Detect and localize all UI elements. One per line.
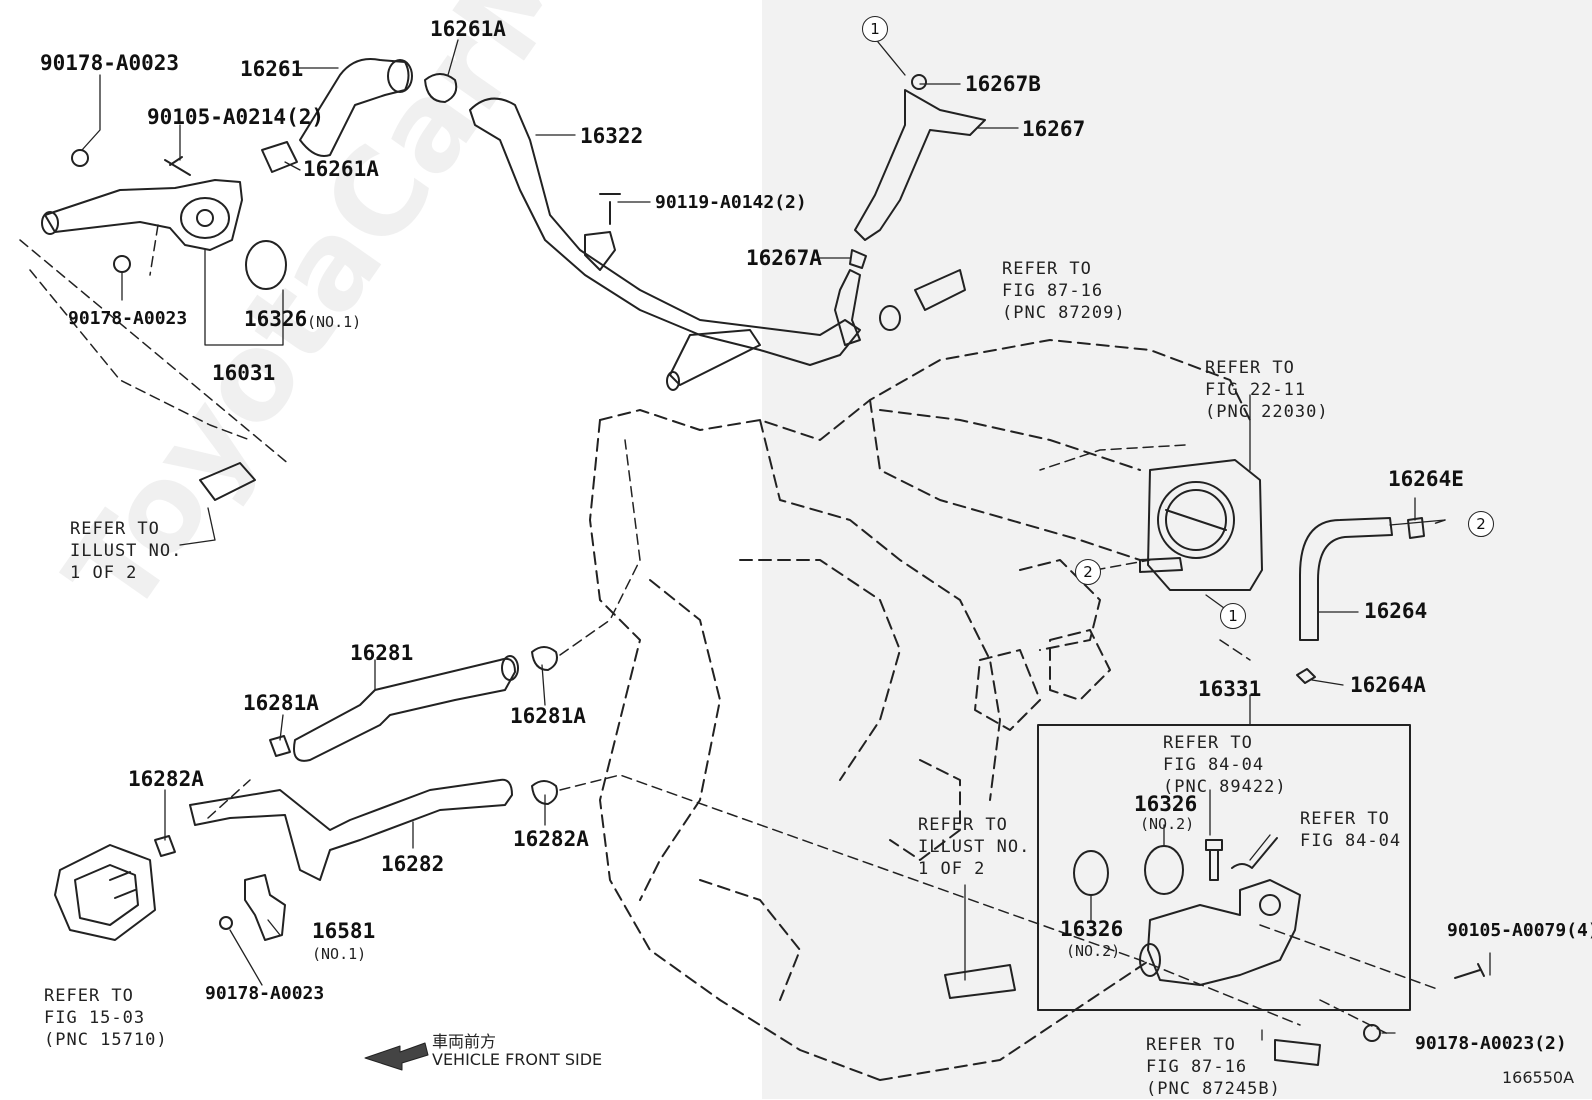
part-label-16581-sub: (NO.1) xyxy=(312,945,367,963)
ref-fig87-16-bot: REFER TO FIG 87-16 (PNC 87245B) xyxy=(1146,1035,1281,1099)
oil-cooler xyxy=(54,844,156,941)
bolt-90105-a0079 xyxy=(1454,963,1485,979)
ref-fig22-11: REFER TO FIG 22-11 (PNC 22030) xyxy=(1205,358,1329,422)
part-label-16282a-left: 16282A xyxy=(128,767,204,791)
part-label-16264e: 16264E xyxy=(1388,467,1464,491)
ref-hose-fig87-16 xyxy=(914,269,966,311)
dashed-connections xyxy=(19,224,1446,1036)
clamp-16261a-mid xyxy=(261,141,298,173)
gasket-ring-no1 xyxy=(245,240,287,290)
part-label-16264: 16264 xyxy=(1364,599,1428,623)
part-label-16326-no1-sub: (NO.1) xyxy=(307,313,362,331)
front-indicator-en: VEHICLE FRONT SIDE xyxy=(432,1050,603,1069)
part-label-16282: 16282 xyxy=(381,852,445,876)
ref-illust-mid: REFER TO ILLUST NO. 1 OF 2 xyxy=(918,815,1031,879)
part-label-16331: 16331 xyxy=(1198,677,1262,701)
pipe-branch xyxy=(669,329,761,386)
part-label-16326-no2-a: 16326 xyxy=(1134,792,1198,816)
ref-illust-left: REFER TO ILLUST NO. 1 OF 2 xyxy=(70,519,183,583)
shaded-panel xyxy=(762,0,1592,1099)
part-label-16261a-top: 16261A xyxy=(430,17,506,41)
part-label-90178-a0023-top: 90178-A0023 xyxy=(40,51,180,75)
part-label-16326-no2-b-sub: (NO.2) xyxy=(1066,942,1121,960)
part-label-16281a-left: 16281A xyxy=(243,691,319,715)
front-arrow xyxy=(364,1042,429,1071)
part-label-16326-no2-b: 16326 xyxy=(1060,917,1124,941)
leader-lines xyxy=(81,39,1491,1041)
part-label-16267b: 16267B xyxy=(965,72,1041,96)
engine-outline xyxy=(589,339,1251,1081)
box-16331 xyxy=(1037,724,1411,1011)
part-label-16326-no2-a-sub: (NO.2) xyxy=(1140,815,1195,833)
front-indicator-jp: 車両前方 xyxy=(432,1032,497,1051)
hose-16282 xyxy=(189,778,513,881)
hose-16267 xyxy=(854,89,986,241)
part-label-90119-a0142: 90119-A0142(2) xyxy=(655,192,807,213)
part-label-90178-a0023-2: 90178-A0023(2) xyxy=(1415,1033,1567,1054)
part-label-16281: 16281 xyxy=(350,641,414,665)
part-label-16326-no1: 16326 xyxy=(244,307,308,331)
diagram-id: 166550A xyxy=(1502,1068,1575,1087)
ref-fig87-16-top: REFER TO FIG 87-16 (PNC 87209) xyxy=(1002,259,1126,323)
part-label-16261: 16261 xyxy=(240,57,304,81)
water-inlet-housing xyxy=(41,149,243,273)
throttle-body xyxy=(1139,459,1263,591)
part-label-16261a-mid: 16261A xyxy=(303,157,379,181)
part-label-16281a-right: 16281A xyxy=(510,704,586,728)
part-label-90105-a0079: 90105-A0079(4) xyxy=(1447,920,1592,941)
part-label-16031: 16031 xyxy=(212,361,276,385)
ref-fig15-03: REFER TO FIG 15-03 (PNC 15710) xyxy=(44,986,168,1050)
part-label-90105-a0214: 90105-A0214(2) xyxy=(147,105,325,129)
part-label-90178-a0023-bot: 90178-A0023 xyxy=(205,983,325,1004)
part-label-16267a: 16267A xyxy=(746,246,822,270)
callout-one-bottom: 1 xyxy=(1220,603,1246,629)
callout-one-top: 1 xyxy=(862,16,888,42)
hose-16261 xyxy=(299,58,410,157)
pipe-16322 xyxy=(469,97,861,366)
nut-90178-a0023 xyxy=(1363,1024,1381,1042)
part-label-16322: 16322 xyxy=(580,124,644,148)
part-label-16282a-right: 16282A xyxy=(513,827,589,851)
callout-two-right: 2 xyxy=(1468,511,1494,537)
part-label-16267: 16267 xyxy=(1022,117,1086,141)
part-label-16264a: 16264A xyxy=(1350,673,1426,697)
part-label-16581: 16581 xyxy=(312,919,376,943)
ref-fig84-04-right: REFER TO FIG 84-04 xyxy=(1300,809,1402,851)
callout-two-left: 2 xyxy=(1075,559,1101,585)
bracket-16581 xyxy=(244,874,286,941)
part-label-90178-a0023-mid: 90178-A0023 xyxy=(68,308,188,329)
water-outlet-housing xyxy=(1147,879,1301,986)
hose-16264 xyxy=(1299,517,1393,641)
ref-fig84-04-box: REFER TO FIG 84-04 (PNC 89422) xyxy=(1163,733,1287,797)
hose-16281 xyxy=(293,657,516,762)
clamp-16261a-top xyxy=(424,73,458,103)
